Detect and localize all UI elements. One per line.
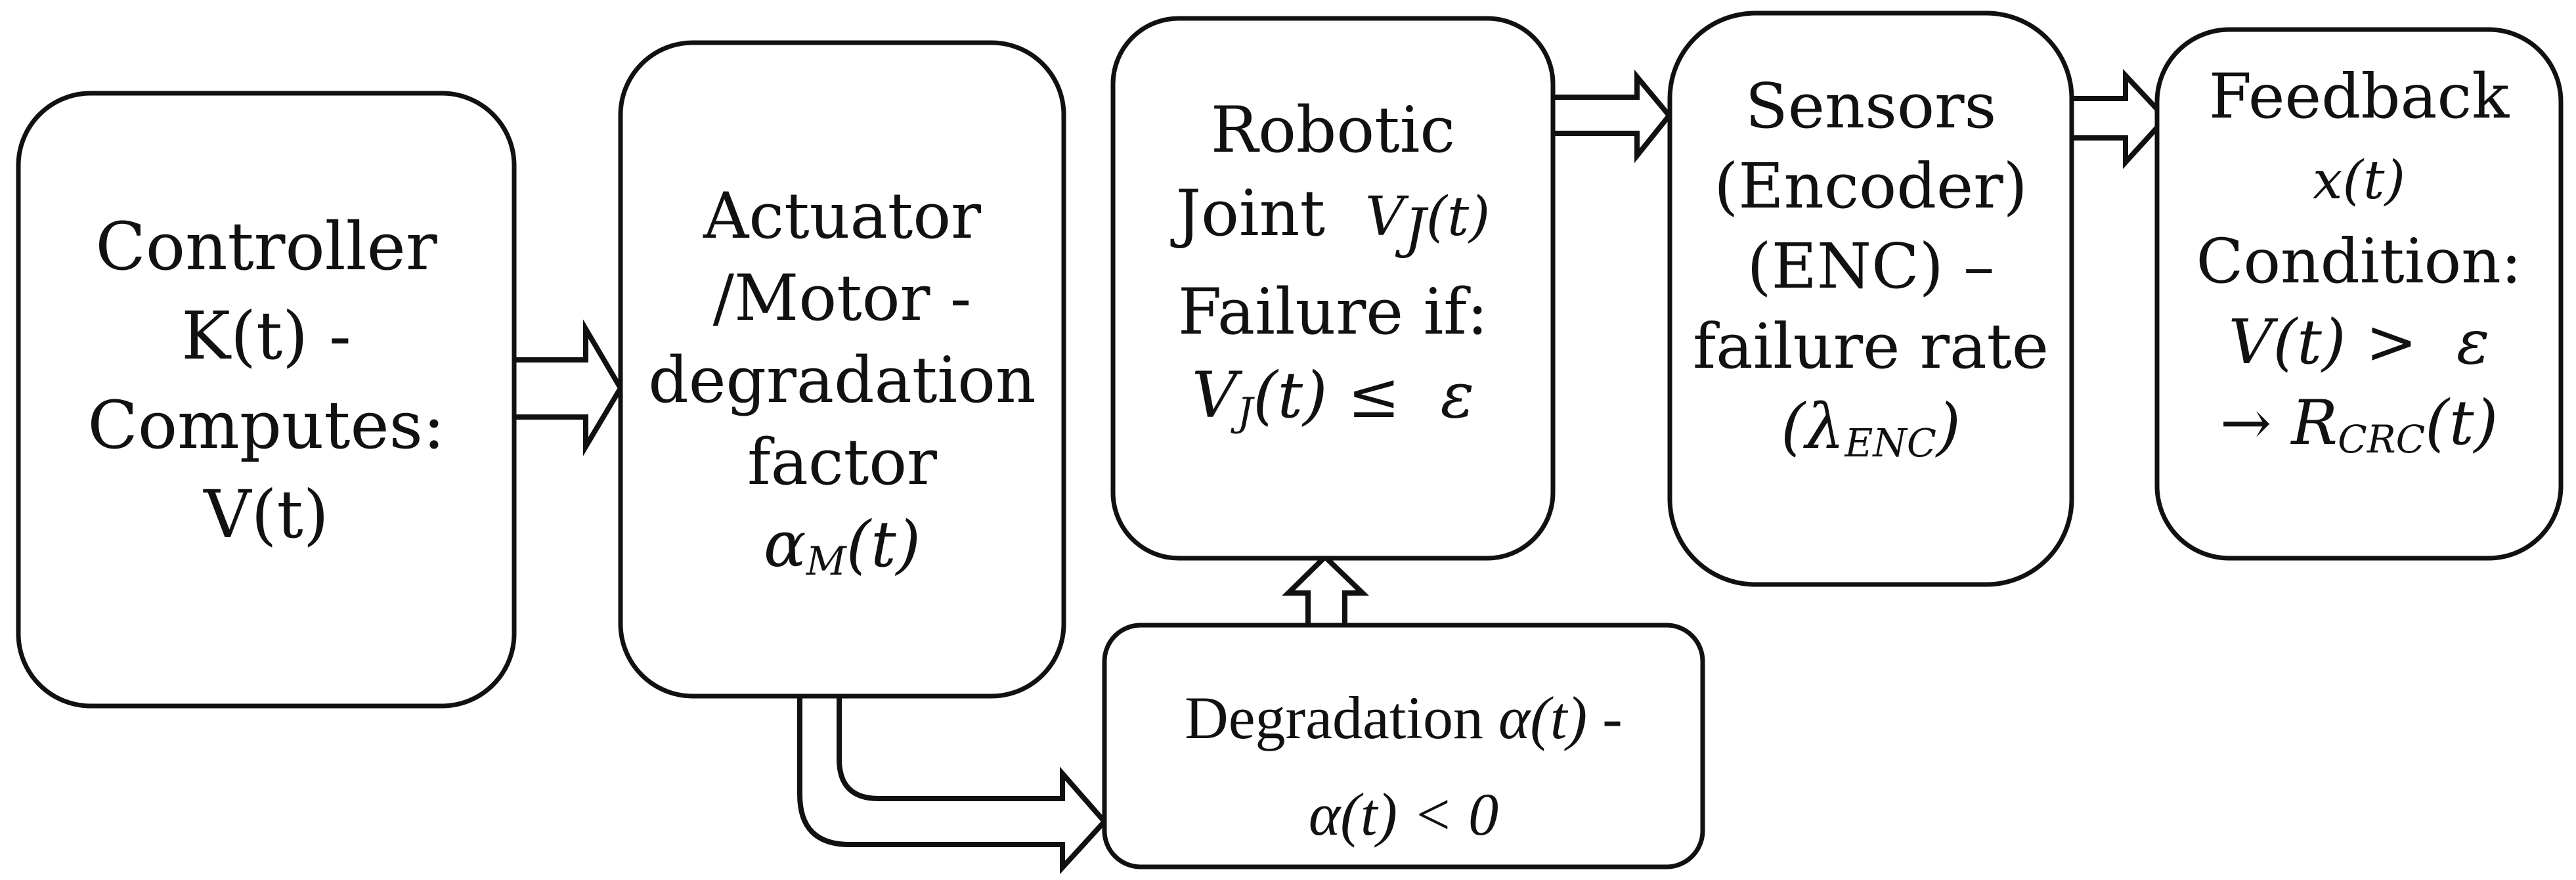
degradation-box-text: Degradation α(t) - α(t) < 0 <box>1104 670 1703 863</box>
controller-text-line: Controller <box>95 208 437 285</box>
sensors-text-line: (Encoder) <box>1714 150 2028 223</box>
sensors-text-line: Sensors <box>1745 70 1997 143</box>
arrow-degradation-to-robotic <box>1282 553 1369 634</box>
robotic-box <box>1110 16 1556 561</box>
sensors-box-text: Sensors(Encoder) (ENC) – failure rate (λENC… <box>1670 66 2072 483</box>
feedback-box-text: Feedback x(t) Condition: V(t) > ε → RCRC(t) <box>2157 56 2561 480</box>
arrow-actuator-to-degradation <box>797 686 1108 875</box>
actuator-text-line: degradation <box>648 343 1036 417</box>
robotic-text-line: VJ(t) ≤ ε <box>1191 359 1475 436</box>
arrow-controller-to-actuator <box>508 319 624 456</box>
arrow-robotic-to-sensors <box>1539 69 1673 164</box>
actuator-text-line: factor <box>747 426 937 499</box>
feedback-text-line: → RCRC(t) <box>2219 387 2499 462</box>
robotic-text-line: Joint VJ(t) <box>1175 177 1491 261</box>
feedback-text-line: x(t) <box>2312 150 2406 211</box>
controller-text-line: K(t) - <box>181 297 351 374</box>
controller-text-line: V(t) <box>204 476 329 553</box>
robotic-text-line: Robotic <box>1210 93 1456 167</box>
actuator-text-line: αM(t) <box>763 508 921 585</box>
sensors-text-line: (ENC) – <box>1747 231 1995 303</box>
sensors-text-line: (λENC) <box>1781 391 1961 466</box>
actuator-text-line: Actuator <box>703 179 981 253</box>
sensors-text-line: failure rate <box>1692 311 2049 383</box>
actuator-box-text: Actuator/Motor - degradation factor αM(t) <box>621 175 1064 603</box>
actuator-text-line: /Motor - <box>712 261 972 335</box>
degradation-text-line: α(t) < 0 <box>1308 781 1499 848</box>
feedback-text-line: Feedback <box>2208 61 2510 133</box>
feedback-box <box>2154 27 2564 561</box>
actuator-box <box>618 40 1066 699</box>
sensors-box <box>1667 11 2074 587</box>
controller-text-line: Computes: <box>87 387 445 464</box>
controller-box <box>16 91 517 709</box>
robotic-text-line: Failure if: <box>1177 275 1489 349</box>
feedback-text-line: Condition: <box>2196 226 2522 297</box>
degradation-text-line: Degradation α(t) - <box>1185 684 1623 751</box>
feedback-text-line: V(t) > ε <box>2228 307 2490 378</box>
degradation-box <box>1102 623 1705 869</box>
